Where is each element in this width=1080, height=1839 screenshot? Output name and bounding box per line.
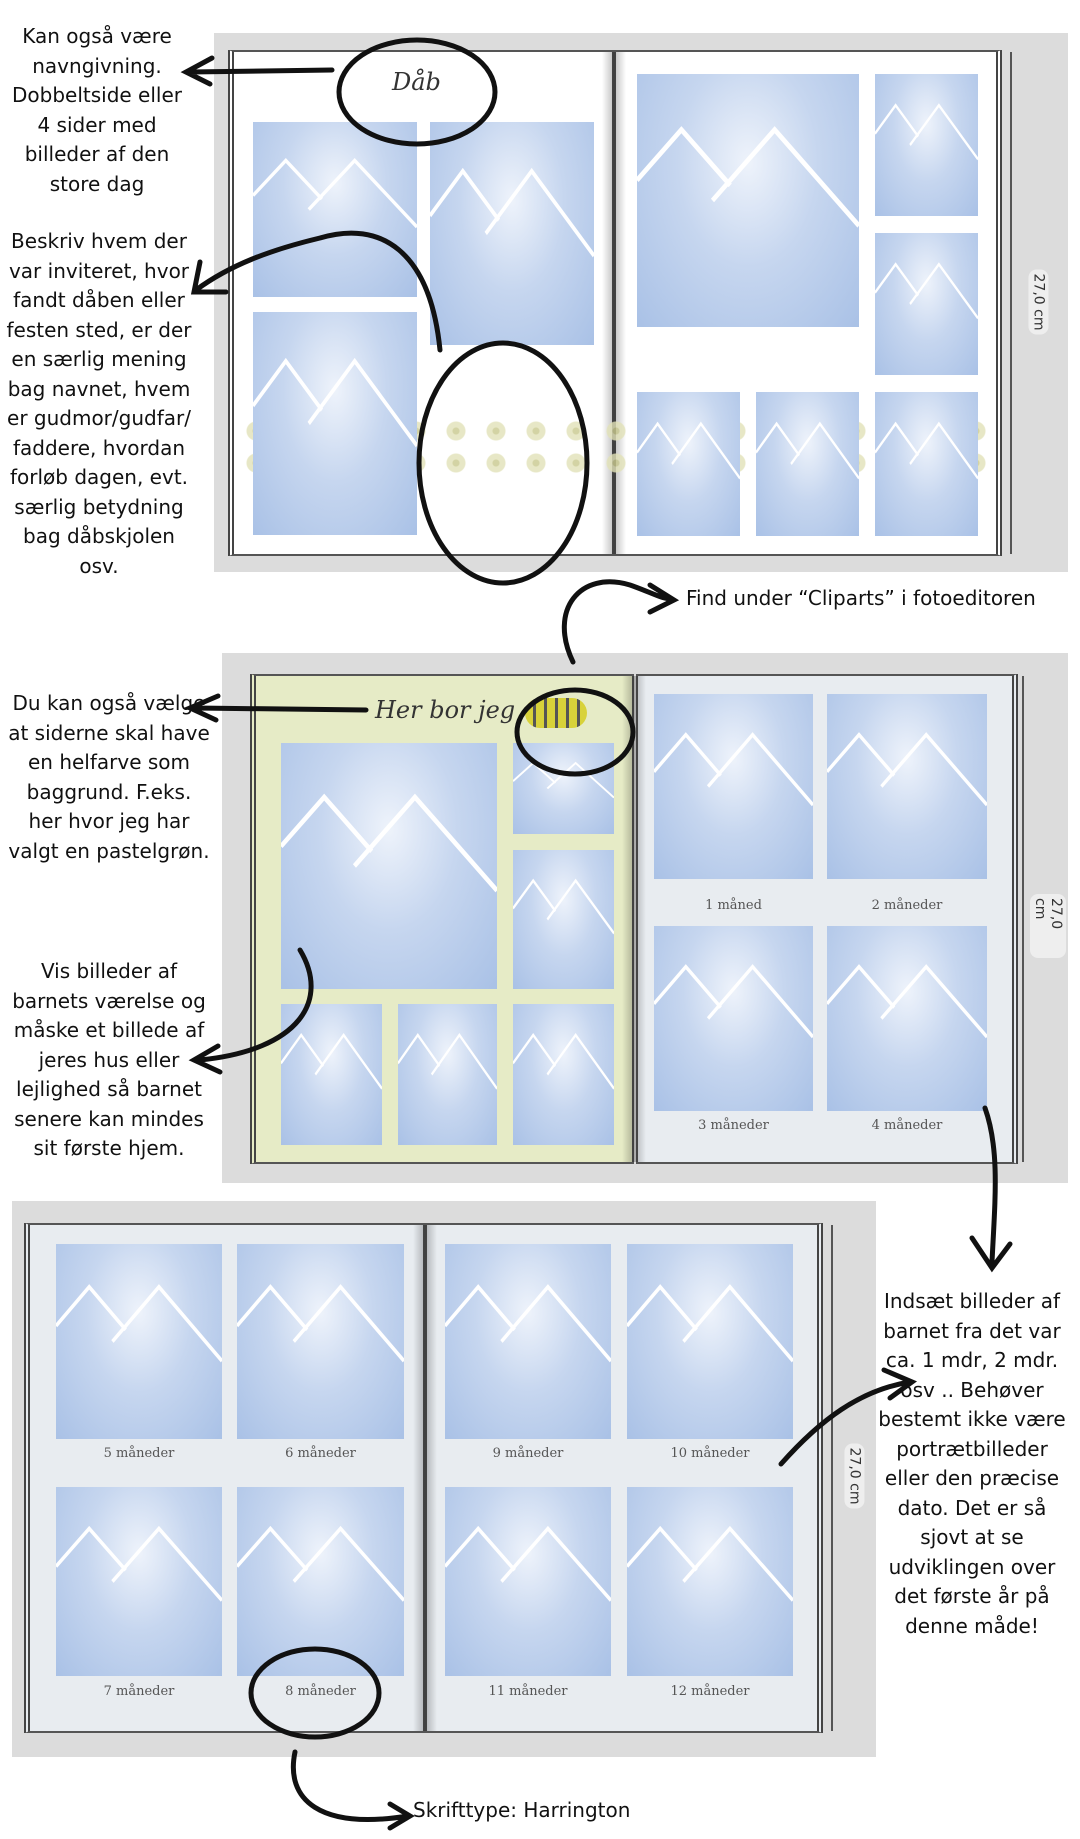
mountain-image-icon (281, 1033, 382, 1090)
bee-clipart-icon[interactable] (525, 698, 587, 728)
spine (622, 676, 646, 1162)
mountain-image-icon (445, 1525, 611, 1602)
note-months: Indsæt billeder af barnet fra det var ca… (878, 1289, 1066, 1638)
note-naming: Kan også være navngivning. Dobbeltside e… (11, 24, 182, 196)
mountain-image-icon (253, 357, 417, 448)
height-label: 27,0 cm (1030, 894, 1066, 958)
spine (413, 1225, 437, 1731)
photo-placeholder[interactable] (637, 392, 740, 536)
photo-caption[interactable]: 11 måneder (488, 1684, 568, 1699)
photo-placeholder[interactable] (756, 392, 859, 536)
photo-placeholder[interactable] (445, 1244, 611, 1439)
mountain-image-icon (875, 262, 978, 320)
mountain-image-icon (637, 421, 740, 480)
photo-caption[interactable]: 9 måneder (492, 1446, 564, 1461)
photo-placeholder[interactable] (253, 312, 417, 535)
arrow-font (290, 1749, 415, 1831)
mountain-image-icon (654, 732, 813, 807)
height-ruler (831, 1225, 833, 1731)
mountain-image-icon (627, 1284, 793, 1363)
photo-caption[interactable]: 7 måneder (103, 1684, 175, 1699)
mountain-image-icon (875, 103, 978, 161)
photo-placeholder[interactable] (875, 74, 978, 216)
photo-placeholder[interactable] (627, 1244, 793, 1439)
mountain-image-icon (827, 732, 987, 807)
photo-caption[interactable]: 3 måneder (698, 1118, 769, 1133)
photo-placeholder[interactable] (398, 1004, 497, 1145)
photo-placeholder[interactable] (513, 1004, 614, 1145)
photo-caption[interactable]: 5 måneder (103, 1446, 175, 1461)
mountain-image-icon (827, 964, 987, 1039)
mountain-image-icon (398, 1033, 497, 1090)
photo-caption[interactable]: 6 måneder (285, 1446, 356, 1461)
mountain-image-icon (56, 1284, 222, 1363)
photo-placeholder[interactable] (627, 1487, 793, 1676)
height-label: 27,0 cm (1028, 269, 1049, 335)
photo-placeholder[interactable] (827, 694, 987, 879)
photo-placeholder[interactable] (637, 74, 859, 327)
mountain-image-icon (430, 167, 594, 258)
mountain-image-icon (56, 1525, 222, 1602)
mountain-image-icon (237, 1284, 404, 1363)
photo-placeholder[interactable] (237, 1487, 404, 1676)
mountain-image-icon (253, 158, 417, 229)
mountain-image-icon (513, 1033, 614, 1090)
photo-placeholder[interactable] (875, 233, 978, 375)
photo-caption[interactable]: 8 måneder (285, 1684, 356, 1699)
photo-placeholder[interactable] (513, 850, 614, 989)
photo-placeholder[interactable] (827, 926, 987, 1111)
photo-placeholder[interactable] (445, 1487, 611, 1676)
mountain-image-icon (445, 1284, 611, 1363)
mountain-image-icon (627, 1525, 793, 1602)
mountain-image-icon (654, 964, 813, 1039)
photo-placeholder[interactable] (56, 1487, 222, 1676)
photo-caption[interactable]: 1 måned (705, 898, 762, 913)
photo-placeholder[interactable] (253, 122, 417, 297)
page-title-home[interactable]: Her bor jeg (375, 696, 516, 724)
photo-placeholder[interactable] (281, 1004, 382, 1145)
mountain-image-icon (513, 878, 614, 935)
note-cliparts: Find under “Cliparts” i fotoeditoren (686, 586, 1036, 610)
photo-placeholder[interactable] (430, 122, 594, 345)
photo-placeholder[interactable] (56, 1244, 222, 1439)
height-label: 27,0 cm (844, 1443, 865, 1509)
mountain-image-icon (513, 761, 614, 799)
mountain-image-icon (756, 421, 859, 480)
photo-placeholder[interactable] (513, 743, 614, 834)
photo-placeholder[interactable] (654, 694, 813, 879)
photo-caption[interactable]: 2 måneder (871, 898, 943, 913)
photo-placeholder[interactable] (237, 1244, 404, 1439)
arrow-cliparts (561, 579, 680, 665)
note-home: Vis billeder af barnets værelse og måske… (12, 959, 206, 1160)
photo-caption[interactable]: 4 måneder (871, 1118, 943, 1133)
photo-caption[interactable]: 10 måneder (670, 1446, 750, 1461)
mountain-image-icon (637, 126, 859, 228)
photo-placeholder[interactable] (875, 392, 978, 536)
mountain-image-icon (875, 421, 978, 480)
mountain-image-icon (237, 1525, 404, 1602)
height-ruler (1010, 52, 1012, 554)
height-ruler (1022, 676, 1024, 1162)
photo-placeholder[interactable] (654, 926, 813, 1111)
photo-caption[interactable]: 12 måneder (670, 1684, 750, 1699)
note-color: Du kan også vælge at siderne skal have e… (8, 691, 210, 863)
page-title-dab[interactable]: Dåb (392, 68, 441, 96)
photo-placeholder[interactable] (281, 743, 497, 989)
mountain-image-icon (281, 793, 497, 893)
note-describe: Beskriv hvem der var inviteret, hvor fan… (6, 229, 192, 578)
note-font: Skrifttype: Harrington (413, 1798, 631, 1822)
